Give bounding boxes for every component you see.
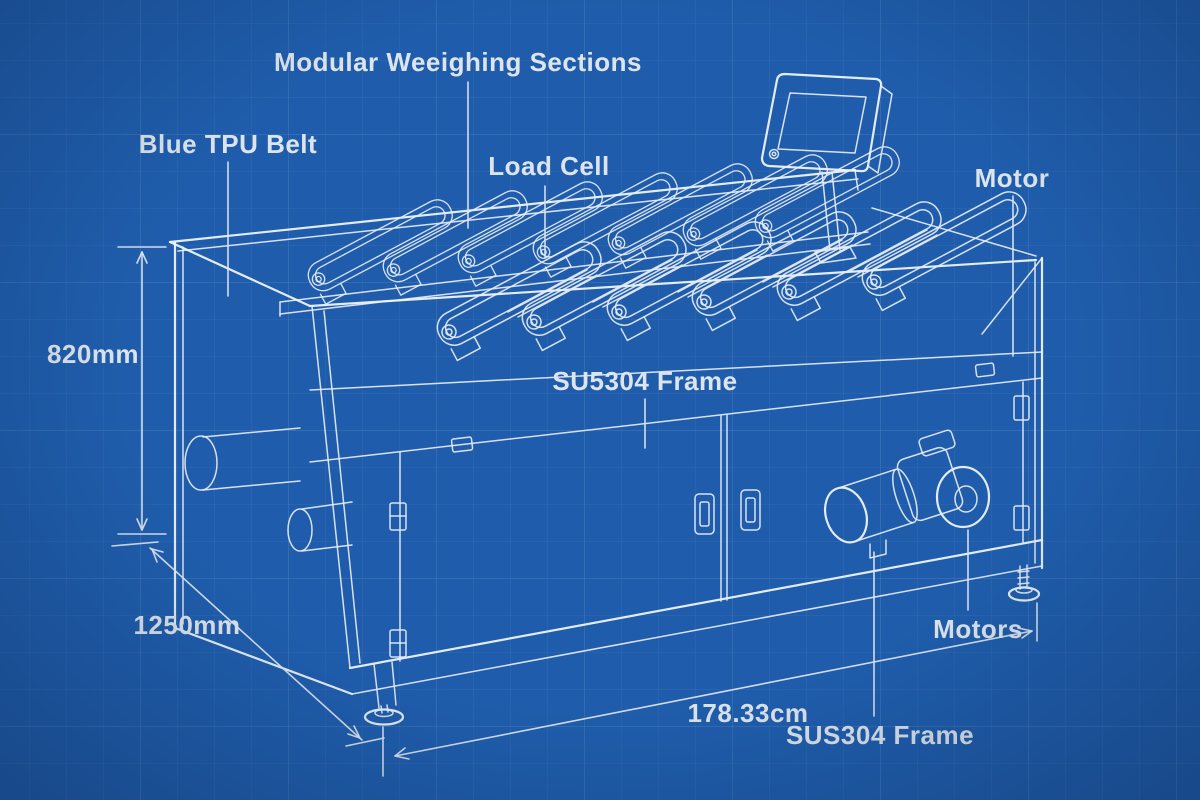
label-modular-weighing-sections: Modular Weeighing Sections — [274, 47, 642, 77]
belt-modules-front-row — [430, 185, 1039, 364]
dimension-label-height: 820mm — [47, 339, 139, 369]
dimension-label-depth: 1250mm — [133, 610, 240, 640]
label-motors: Motors — [933, 614, 1023, 644]
label-motor: Motor — [975, 163, 1050, 193]
leveling-foot-left — [363, 661, 405, 726]
monitor-button — [768, 148, 780, 160]
door-hinge — [389, 395, 1030, 658]
leveling-foot-right — [1007, 564, 1041, 602]
door-handle — [694, 489, 761, 535]
dimension-height — [117, 246, 167, 535]
motor-cylinder — [824, 468, 918, 559]
label-blue-tpu-belt: Blue TPU Belt — [139, 129, 317, 159]
dimension-length — [382, 602, 1038, 777]
deck-frame — [168, 168, 1043, 335]
label-load-cell: Load Cell — [488, 151, 610, 181]
motor-gearbox — [896, 429, 991, 529]
deck-ribs — [507, 229, 938, 318]
cabinet-body — [173, 240, 1044, 696]
latch-plate — [450, 436, 474, 453]
latch-plate — [974, 362, 996, 378]
dimension-label-length: 178.33cm — [687, 698, 808, 728]
monitor-screen — [777, 92, 867, 154]
leader-lines — [227, 81, 1014, 717]
label-sus304-frame: SUS304 Frame — [786, 720, 974, 750]
discharge-rollers — [184, 427, 353, 552]
cabinet-doors — [389, 381, 1030, 662]
label-su5304-frame: SU5304 Frame — [552, 366, 737, 396]
dimension-depth — [111, 541, 385, 747]
